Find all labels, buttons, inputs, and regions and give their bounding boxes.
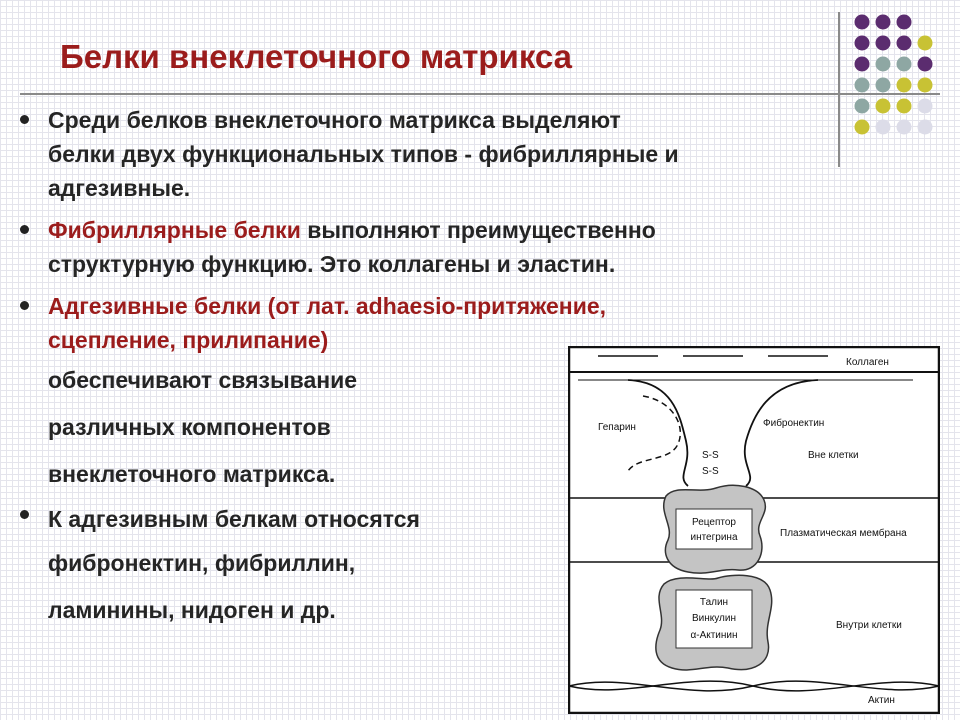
actinin-label: α-Актинин [690, 630, 737, 641]
decorative-vertical-line [838, 12, 840, 167]
bullet-2-line-1-rest: выполняют преимущественно [300, 217, 656, 243]
vinculin-label: Винкулин [692, 613, 736, 624]
bullet-2-line-1: Фибриллярные белки выполняют преимуществ… [48, 213, 928, 247]
bullet-item-2: Фибриллярные белки выполняют преимуществ… [20, 213, 928, 281]
bullet-2-highlight: Фибриллярные белки [48, 217, 301, 243]
heparin-strand [627, 395, 682, 472]
outside-cell-label: Вне клетки [808, 450, 859, 461]
collagen-label: Коллаген [846, 357, 889, 368]
receptor-label-line-1: Рецептор [692, 517, 736, 528]
plasma-membrane-label: Плазматическая мембрана [780, 527, 907, 539]
talin-vinculin-label-box [675, 589, 753, 649]
integrin-receptor-label-box [675, 508, 753, 550]
bullet-dot [20, 510, 29, 519]
bullet-dot [20, 301, 29, 310]
talin-label: Талин [700, 597, 728, 608]
bullet-1-line-1: Среди белков внеклеточного матрикса выде… [48, 107, 621, 133]
bullet-3-highlight-line-1: Адгезивные белки (от лат. adhaesio-притя… [48, 293, 607, 319]
bullet-item-4: К адгезивным белкам относятся фибронекти… [20, 498, 928, 634]
bullet-item-1: Среди белков внеклеточного матрикса выде… [20, 103, 928, 205]
bullet-dot [20, 225, 29, 234]
bullet-2-line-2: структурную функцию. Это коллагены и эла… [48, 251, 616, 277]
actin-filament-2 [568, 680, 940, 692]
bullet-4-line-3: ламинины, нидоген и др. [48, 597, 336, 623]
bullet-3-highlight-line-2: сцепление, прилипание) [48, 327, 329, 353]
heparin-label: Гепарин [598, 422, 636, 433]
bullet-3-line-5: внеклеточного матрикса. [48, 461, 336, 487]
disulfide-bond-label-1: S-S [702, 450, 719, 461]
receptor-label-line-2: интегрина [690, 532, 737, 543]
fibronectin-right-arm [743, 379, 819, 487]
fibronectin-left-arm [627, 379, 689, 487]
bullet-4-line-1: К адгезивным белкам относятся [48, 506, 420, 532]
decorative-horizontal-line [20, 93, 940, 95]
disulfide-bond-label-2: S-S [702, 466, 719, 477]
actin-label: Актин [868, 695, 895, 706]
bullet-item-3: Адгезивные белки (от лат. adhaesio-притя… [20, 289, 928, 498]
bullet-3-line-3: обеспечивают связывание [48, 367, 358, 393]
bullet-1-line-2: белки двух функциональных типов - фибрил… [48, 141, 679, 167]
inside-cell-label: Внутри клетки [836, 620, 902, 631]
bullet-list: Среди белков внеклеточного матрикса выде… [20, 103, 928, 634]
slide-title: Белки внеклеточного матрикса [60, 38, 573, 75]
integrin-diagram: Коллаген Гепарин Фибронектин S-S S-S Вне… [568, 346, 940, 714]
bullet-4-line-2: фибронектин, фибриллин, [48, 550, 356, 576]
bullet-1-line-3: адгезивные. [48, 175, 191, 201]
bullet-dot [20, 115, 29, 124]
fibronectin-label: Фибронектин [763, 417, 824, 429]
bullet-3-line-4: различных компонентов [48, 414, 331, 440]
